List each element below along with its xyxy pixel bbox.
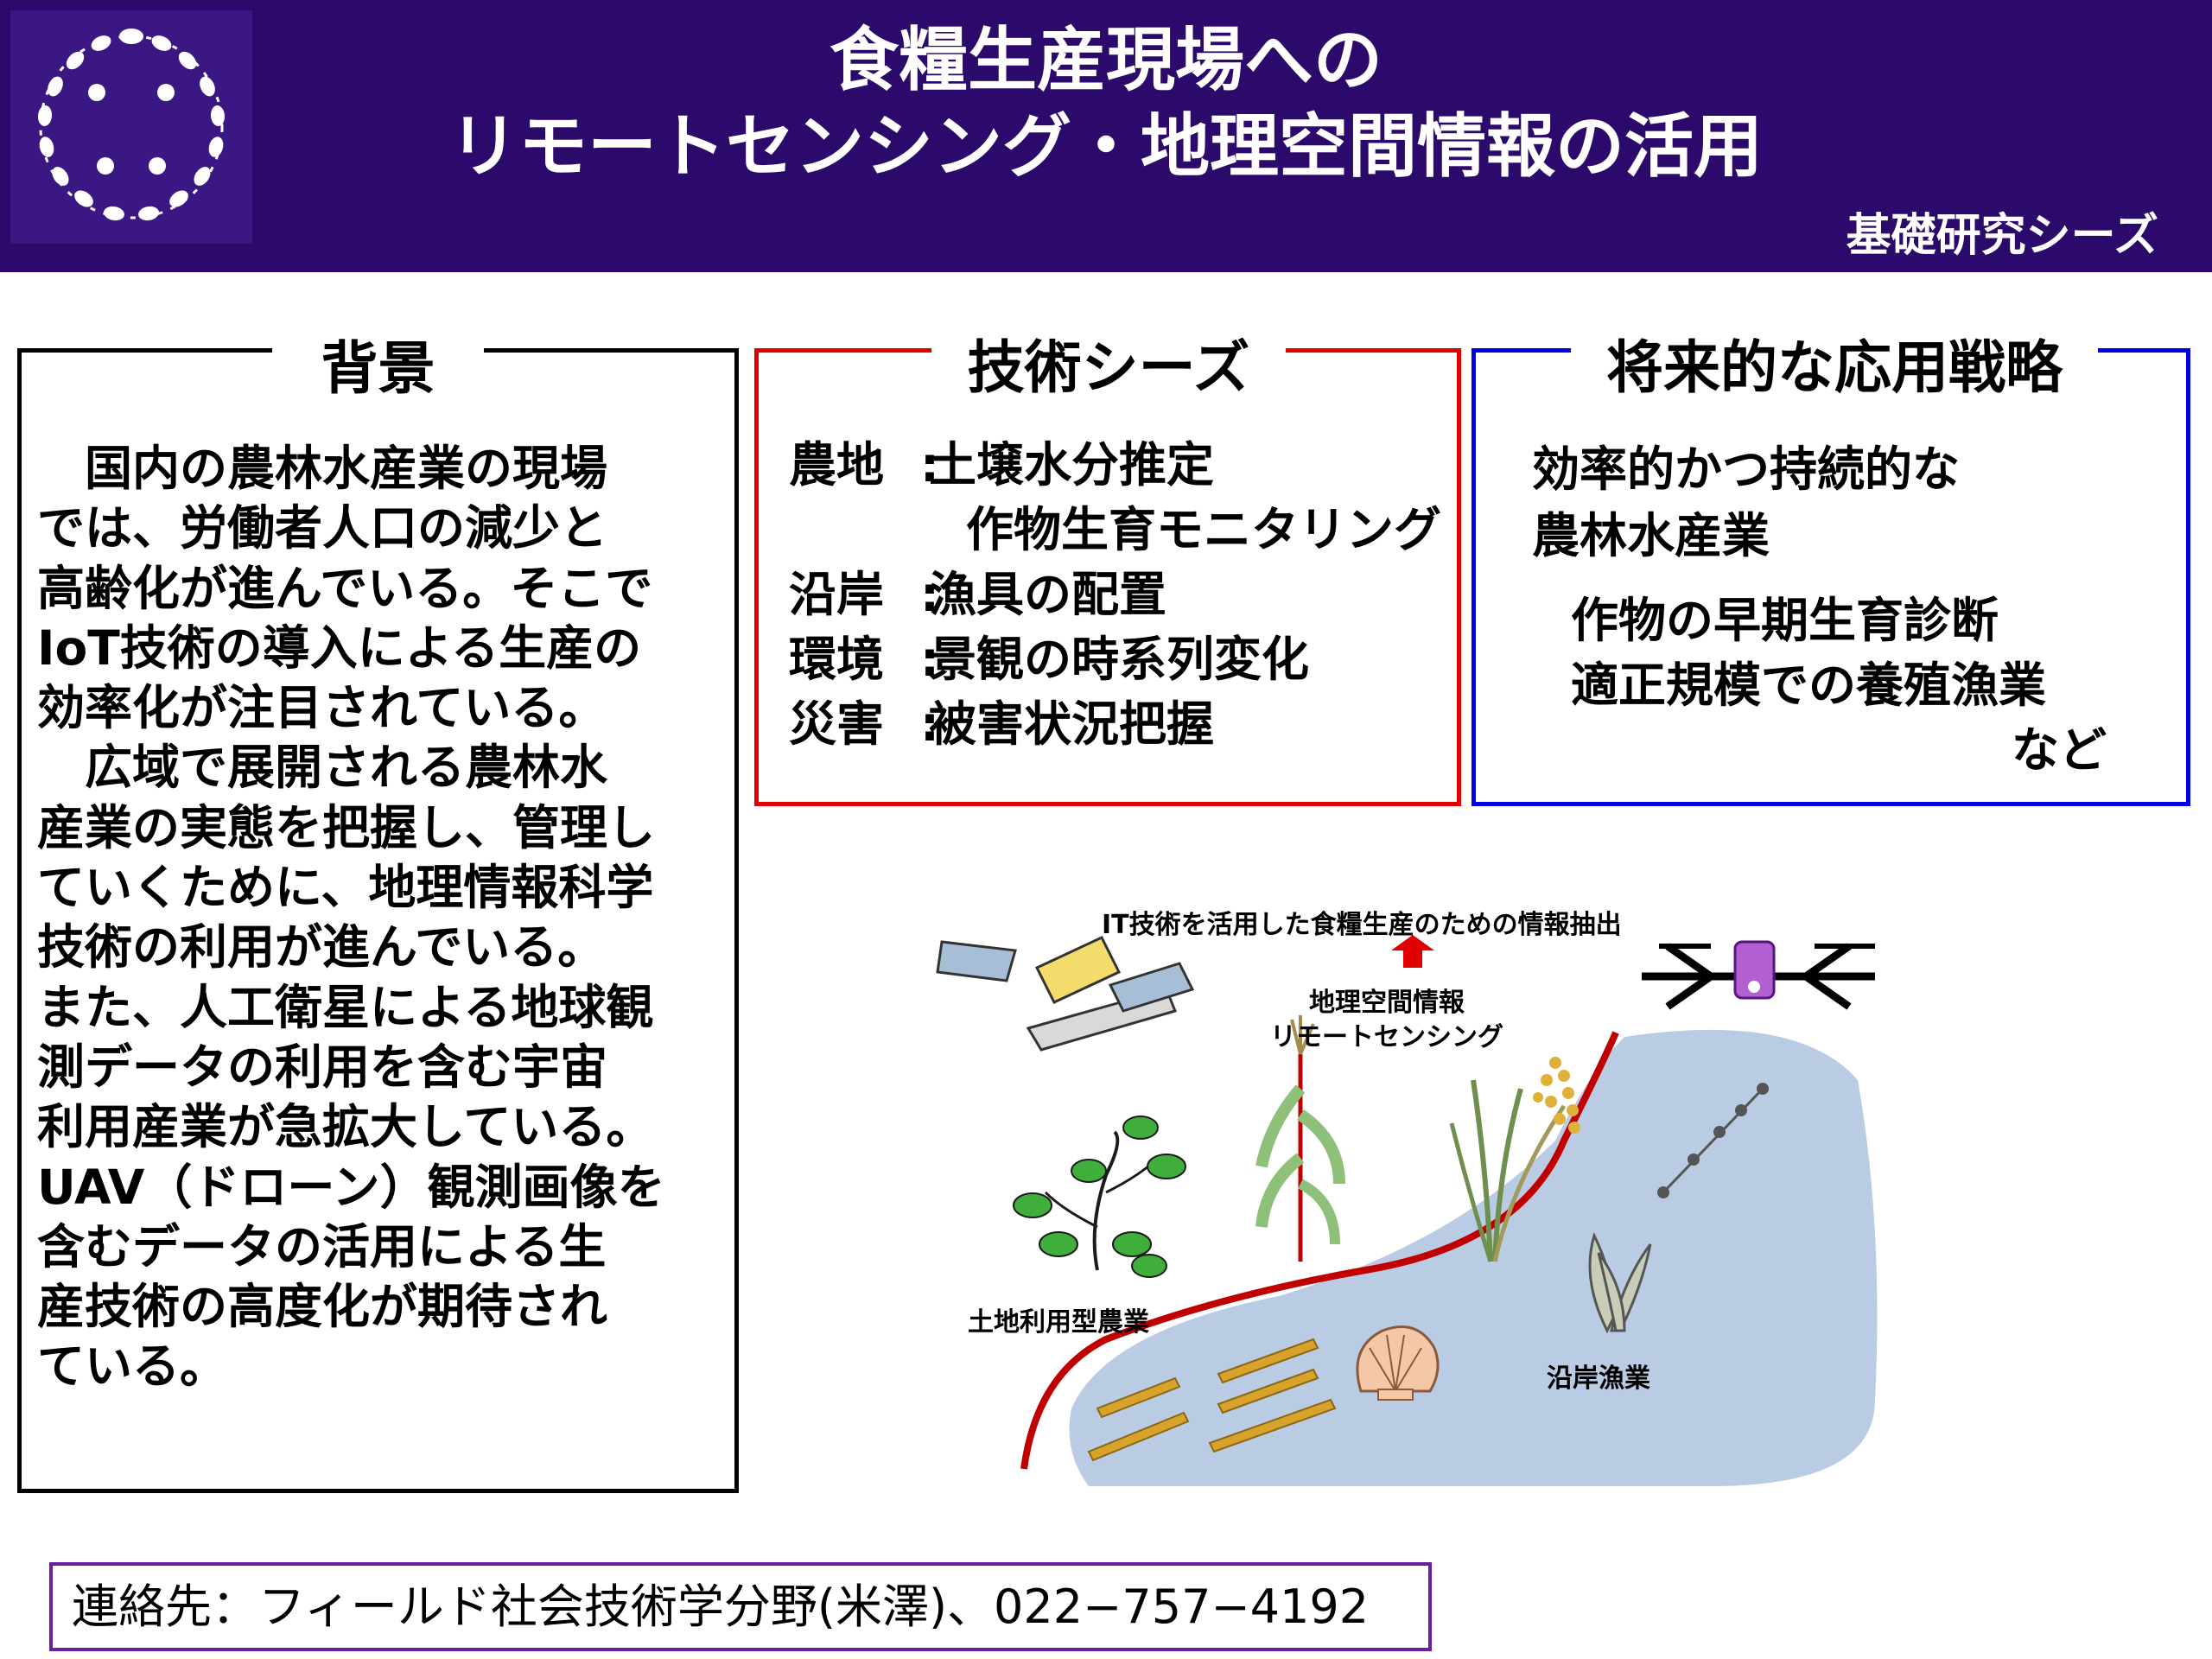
background-line: 測データの利用を含む宇宙 bbox=[37, 1039, 608, 1095]
seed-colon: : bbox=[920, 632, 939, 687]
future-line: 効率的かつ持続的な bbox=[1532, 442, 1961, 497]
drone-icon bbox=[1642, 940, 1875, 1010]
seed-category: 農地 bbox=[789, 437, 885, 493]
background-line: ていくために、地理情報科学 bbox=[37, 860, 654, 916]
header-bar: 食糧生産現場への リモートセンシング・地理空間情報の活用 基礎研究シーズ bbox=[0, 0, 2212, 272]
background-line: 含むデータの活用による生 bbox=[37, 1218, 607, 1274]
seed-item: 被害状況把握 bbox=[929, 696, 1215, 752]
page-title-line2: リモートセンシング・地理空間情報の活用 bbox=[449, 106, 1763, 187]
seed-row-environment: 環境:景観の時系列変化 bbox=[789, 620, 1309, 690]
future-line: など bbox=[2012, 722, 2107, 778]
future-line: 適正規模での養殖漁業 bbox=[1571, 658, 2047, 713]
diagram-label-farm: 土地利用型農業 bbox=[968, 1307, 1149, 1338]
seed-category: 沿岸 bbox=[789, 567, 885, 622]
seed-row-disaster: 災害:被害状況把握 bbox=[789, 685, 1214, 754]
background-line: 利用産業が急拡大している。 bbox=[37, 1099, 654, 1155]
fishing-line-icon bbox=[1657, 1083, 1769, 1198]
background-line: 技術の利用が進んでいる。 bbox=[37, 919, 606, 976]
diagram-label-geo: 地理空間情報 bbox=[1309, 988, 1465, 1018]
background-line: ている。 bbox=[37, 1338, 228, 1395]
future-strategy-title: 将来的な応用戦略 bbox=[1571, 321, 2098, 404]
background-panel: 背景 国内の農林水産業の現場 では、労働者人口の減少と 高齢化が進んでいる。そこ… bbox=[17, 322, 739, 1493]
seed-item: 景観の時系列変化 bbox=[929, 632, 1310, 687]
aquaculture-raft-icon bbox=[1087, 1338, 1337, 1462]
tech-seeds-title: 技術シーズ bbox=[931, 321, 1286, 404]
sea-area bbox=[1069, 1029, 1878, 1486]
seed-row-farmland: 農地:土壌水分推定 bbox=[789, 426, 1214, 495]
background-line: では、労働者人口の減少と bbox=[37, 500, 608, 556]
soybean-plant-icon bbox=[1013, 1116, 1186, 1278]
seed-category: 災害 bbox=[789, 696, 885, 752]
diagram-label-coast: 沿岸漁業 bbox=[1547, 1363, 1650, 1394]
seed-row-coast: 沿岸:漁具の配置 bbox=[789, 556, 1166, 625]
seed-category: 環境 bbox=[789, 632, 885, 687]
up-arrow-icon bbox=[1391, 935, 1434, 968]
seed-item: 漁具の配置 bbox=[929, 567, 1167, 622]
seed-colon: : bbox=[920, 437, 939, 493]
background-line: IoT技術の導入による生産の bbox=[37, 620, 642, 676]
satellite-icon bbox=[936, 936, 1195, 1052]
food-production-diagram: IT技術を活用した食糧生産のための情報抽出 地理空間情報 リモートセンシング 土… bbox=[933, 881, 2212, 1503]
future-line: 農林水産業 bbox=[1532, 508, 1770, 563]
tech-seeds-panel: 技術シーズ 農地:土壌水分推定 作物生育モニタリング 沿岸:漁具の配置 環境:景… bbox=[754, 321, 1461, 806]
seed-item: 作物生育モニタリング bbox=[966, 502, 1442, 557]
diagram-caption: IT技術を活用した食糧生産のための情報抽出 bbox=[1102, 910, 1622, 940]
seed-colon: : bbox=[920, 696, 939, 752]
background-title: 背景 bbox=[272, 322, 484, 405]
page-title-line1: 食糧生産現場への bbox=[830, 20, 1382, 100]
background-line: 効率化が注目されている。 bbox=[37, 680, 607, 736]
future-line: 作物の早期生育診断 bbox=[1571, 593, 1999, 648]
background-line: 産業の実態を把握し、管理し bbox=[37, 799, 656, 855]
diagram-label-rs: リモートセンシング bbox=[1270, 1022, 1503, 1052]
contact-box: 連絡先：フィールド社会技術学分野(米澤)、022−757−4192 bbox=[49, 1562, 1432, 1651]
corn-plant-icon bbox=[1255, 1015, 1345, 1262]
seaweed-icon bbox=[1588, 1231, 1652, 1334]
scallop-icon bbox=[1356, 1325, 1440, 1401]
background-text: 国内の農林水産業の現場 では、労働者人口の減少と 高齢化が進んでいる。そこで I… bbox=[37, 439, 728, 1397]
background-line: 広域で展開される農林水 bbox=[37, 740, 608, 796]
future-strategy-panel: 将来的な応用戦略 効率的かつ持続的な 農林水産業 作物の早期生育診断 適正規模で… bbox=[1471, 321, 2190, 806]
background-line: 産技術の高度化が期待され bbox=[37, 1279, 608, 1335]
university-emblem-icon bbox=[10, 10, 252, 244]
background-line: 国内の農林水産業の現場 bbox=[37, 441, 608, 496]
background-line: 高齢化が進んでいる。そこで bbox=[37, 560, 653, 616]
seed-colon: : bbox=[920, 567, 939, 622]
seed-item: 土壌水分推定 bbox=[929, 437, 1215, 493]
rice-plant-icon bbox=[1449, 1057, 1580, 1262]
background-line: また、人工衛星による地球観 bbox=[37, 979, 654, 1035]
background-line: UAV（ドローン）観測画像を bbox=[37, 1159, 665, 1215]
page-subtitle: 基礎研究シーズ bbox=[1846, 210, 2158, 262]
